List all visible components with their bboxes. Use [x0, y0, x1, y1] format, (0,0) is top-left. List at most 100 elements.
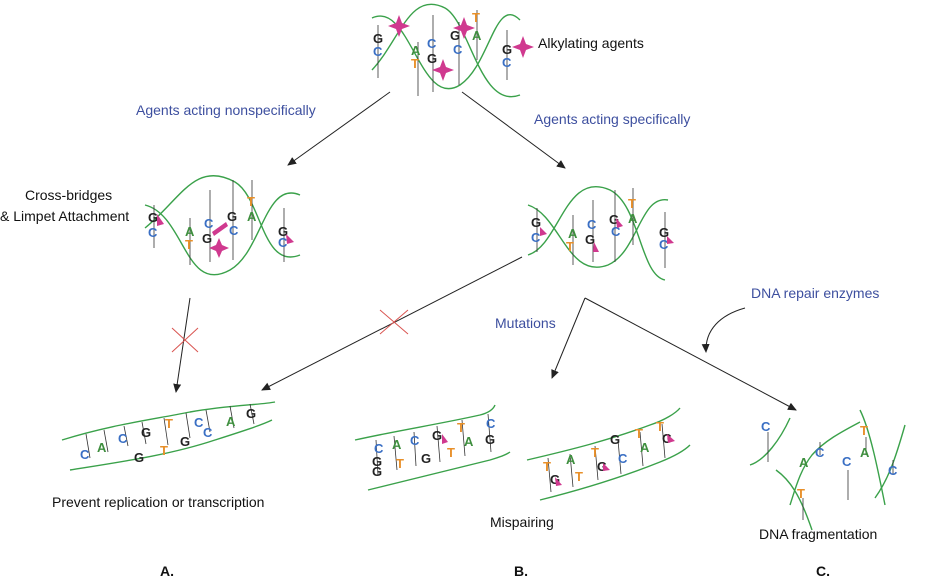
- arrow-to-fragmentation: [584, 297, 797, 411]
- base-letter: G: [597, 459, 607, 474]
- base-pair-rung: [103, 429, 109, 453]
- base-letter: G: [585, 232, 595, 247]
- helix-strand: [859, 409, 886, 506]
- x-mark-icon: [379, 309, 409, 335]
- base-letter: C: [410, 433, 420, 448]
- base-pair-rung: [594, 445, 599, 481]
- helix-strand: [144, 192, 301, 276]
- nonspecific-label: Agents acting nonspecifically: [136, 102, 316, 118]
- four-point-star-icon: [388, 15, 410, 37]
- base-letter: G: [421, 451, 431, 466]
- base-letter: A: [799, 455, 809, 470]
- limpet-marker-icon: [157, 214, 164, 226]
- base-letter: G: [662, 431, 672, 446]
- limpet-marker-icon: [667, 236, 674, 244]
- base-letter: T: [860, 423, 868, 438]
- helix-strand: [775, 469, 813, 531]
- base-letter: C: [587, 217, 597, 232]
- base-letter: G: [180, 434, 190, 449]
- base-pair-rung: [661, 423, 666, 459]
- helix-strand: [144, 175, 301, 258]
- specific-label: Agents acting specifically: [534, 111, 691, 127]
- base-pair-rung: [413, 431, 417, 467]
- base-letter: G: [659, 225, 669, 240]
- base-letter: C: [761, 419, 771, 434]
- limpet-marker-icon: [540, 227, 547, 236]
- base-letter: A: [472, 28, 482, 43]
- base-letter: C: [531, 230, 541, 245]
- alkylating-agents-label: Alkylating agents: [538, 35, 644, 51]
- base-pair-rung: [393, 435, 398, 471]
- arrow-repair-enzymes: [701, 307, 746, 353]
- fragmentation-label: DNA fragmentation: [759, 526, 878, 542]
- base-letter: G: [373, 31, 383, 46]
- helix-strand: [61, 401, 276, 441]
- base-pair-rung: [375, 439, 379, 476]
- crossbridges-label-line1: Cross-bridges: [25, 187, 113, 203]
- base-letter: C: [659, 237, 669, 252]
- right-helix: G C A T C G G C T A G C: [527, 186, 674, 281]
- base-letter: T: [457, 420, 465, 435]
- base-pair-rung: [171, 327, 199, 353]
- base-letter: G: [609, 212, 619, 227]
- helix-strand: [526, 407, 681, 461]
- helix-strand: [371, 3, 521, 98]
- helix-strand: [527, 199, 669, 268]
- base-letter: C: [815, 445, 825, 460]
- base-letter: G: [141, 425, 151, 440]
- base-letter: C: [453, 42, 463, 57]
- base-letter: C: [204, 216, 214, 231]
- base-letter: C: [374, 441, 384, 456]
- base-letter: G: [432, 428, 442, 443]
- limpet-marker-icon: [667, 434, 675, 443]
- base-letter: G: [148, 210, 158, 225]
- base-pair-rung: [229, 405, 235, 429]
- base-pair-rung: [639, 431, 644, 467]
- base-letter: T: [543, 459, 551, 474]
- arrow-specific: [461, 91, 566, 169]
- base-letter: C: [118, 431, 128, 446]
- base-pair-rung: [123, 425, 129, 447]
- base-letter: C: [888, 463, 898, 478]
- base-pair-rung: [141, 421, 147, 445]
- base-letter: C: [80, 447, 90, 462]
- arrow-to-mispairing: [551, 297, 586, 379]
- mutations-label: Mutations: [495, 315, 556, 331]
- helix-strand: [354, 404, 496, 441]
- panel-a-label: A.: [160, 563, 174, 579]
- base-letter: A: [411, 43, 421, 58]
- base-letter: G: [372, 464, 382, 479]
- four-point-star-icon: [209, 238, 229, 258]
- base-letter: C: [618, 451, 628, 466]
- four-point-star-icon: [512, 36, 534, 58]
- base-pair-rung: [487, 413, 492, 453]
- base-pair-rung: [249, 403, 255, 425]
- base-pair-rung: [617, 439, 622, 475]
- base-letter: T: [411, 56, 419, 71]
- base-letter: A: [568, 226, 578, 241]
- base-letter: C: [278, 235, 288, 250]
- base-letter: T: [575, 469, 583, 484]
- limpet-marker-icon: [603, 463, 610, 471]
- base-letter: G: [531, 215, 541, 230]
- base-letter: G: [450, 28, 460, 43]
- limpet-marker-icon: [555, 477, 562, 486]
- base-letter: G: [550, 472, 560, 487]
- limpet-marker-icon: [286, 234, 294, 244]
- four-point-star-icon: [432, 59, 454, 81]
- base-pair-rung: [569, 453, 574, 488]
- base-letter: C: [194, 415, 204, 430]
- base-letter: T: [160, 443, 168, 458]
- base-letter: G: [372, 454, 382, 469]
- four-point-star-icon: [453, 17, 475, 39]
- x-mark-icon: [171, 327, 199, 353]
- base-pair-rung: [547, 457, 552, 493]
- helix-strand: [69, 419, 273, 471]
- limpet-marker-icon: [616, 218, 623, 228]
- base-letter: G: [202, 231, 212, 246]
- base-letter: T: [628, 196, 636, 211]
- strand-panel-b1: C A C G T C G G T G T A G: [354, 404, 511, 491]
- mispairing-label: Mispairing: [490, 514, 554, 530]
- prevent-label: Prevent replication or transcription: [52, 494, 265, 510]
